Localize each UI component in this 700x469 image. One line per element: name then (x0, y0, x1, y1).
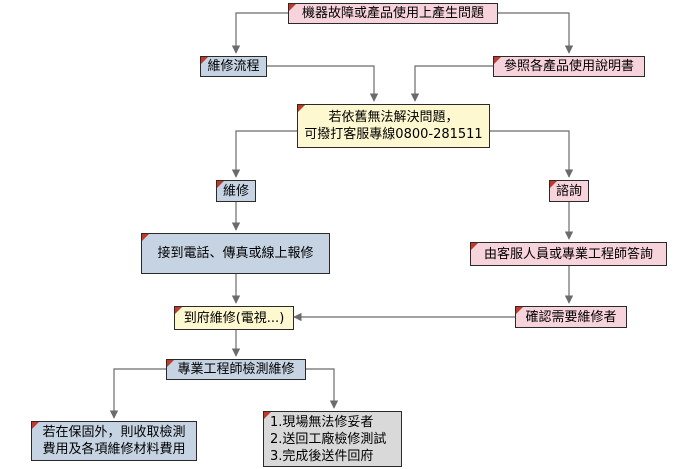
node-factory-repair-step-2: 2.送回工廠檢修測試 (270, 431, 387, 447)
connector-unsolved-to-repair (231, 130, 297, 178)
node-consult: 諮詢 (549, 180, 589, 202)
node-factory-repair-steps: 1.現場無法修妥者 2.送回工廠檢修測試 3.完成後送件回府 (263, 411, 402, 467)
node-call-service-hotline-line-2: 可撥打客服專線0800-281511 (304, 127, 483, 142)
node-consult-text: 諮詢 (555, 183, 582, 199)
node-repair-flow-text: 維修流程 (207, 59, 260, 74)
node-out-of-warranty-fees-line-2: 費用及各項維修材料費用 (42, 442, 186, 457)
connector-repair-flow-to-unsolved (267, 65, 379, 102)
node-repair: 維修 (216, 180, 256, 202)
node-out-of-warranty-fees: 若在保固外，則收取檢測 費用及各項維修材料費用 (31, 421, 197, 461)
node-receive-report-text: 接到電話、傳真或線上報修 (157, 246, 314, 261)
node-engineer-inspection-text: 專業工程師檢測維修 (177, 362, 295, 377)
node-engineer-inspection: 專業工程師檢測維修 (166, 359, 306, 380)
node-out-of-warranty-fees-line-1: 若在保固外，則收取檢測 (42, 425, 186, 440)
node-call-service-hotline-line-1: 若依舊無法解決問題， (328, 110, 459, 125)
node-onsite-repair: 到府維修(電視...) (174, 306, 294, 330)
node-refer-manual-text: 參照各產品使用說明書 (503, 59, 634, 74)
connector-manual-to-unsolved (410, 65, 493, 102)
node-refer-manual: 參照各產品使用說明書 (493, 56, 645, 77)
connector-engineer-to-steps (306, 368, 339, 409)
node-factory-repair-step-1: 1.現場無法修妥者 (270, 414, 374, 430)
node-problem-occurs-text: 機器故障或產品使用上產生問題 (301, 6, 484, 21)
node-problem-occurs: 機器故障或產品使用上產生問題 (288, 3, 498, 24)
connector-engineer-to-warranty (109, 368, 166, 419)
node-factory-repair-step-3: 3.完成後送件回府 (270, 448, 374, 464)
node-call-service-hotline: 若依舊無法解決問題， 可撥打客服專線0800-281511 (297, 104, 490, 148)
node-repair-flow: 維修流程 (200, 56, 267, 77)
connector-root-to-manual (498, 12, 574, 54)
node-staff-answers-text: 由客服人員或專業工程師答詢 (483, 246, 653, 262)
node-receive-report: 接到電話、傳真或線上報修 (141, 233, 330, 274)
node-onsite-repair-text: 到府維修(電視...) (183, 310, 285, 326)
node-confirm-repair-needed: 確認需要維修者 (515, 306, 627, 328)
connector-unsolved-to-consult (490, 130, 574, 178)
node-confirm-repair-needed-text: 確認需要維修者 (525, 309, 617, 325)
node-staff-answers: 由客服人員或專業工程師答詢 (470, 242, 667, 266)
node-repair-text: 維修 (222, 183, 249, 199)
connector-root-to-repair-flow (231, 12, 288, 54)
